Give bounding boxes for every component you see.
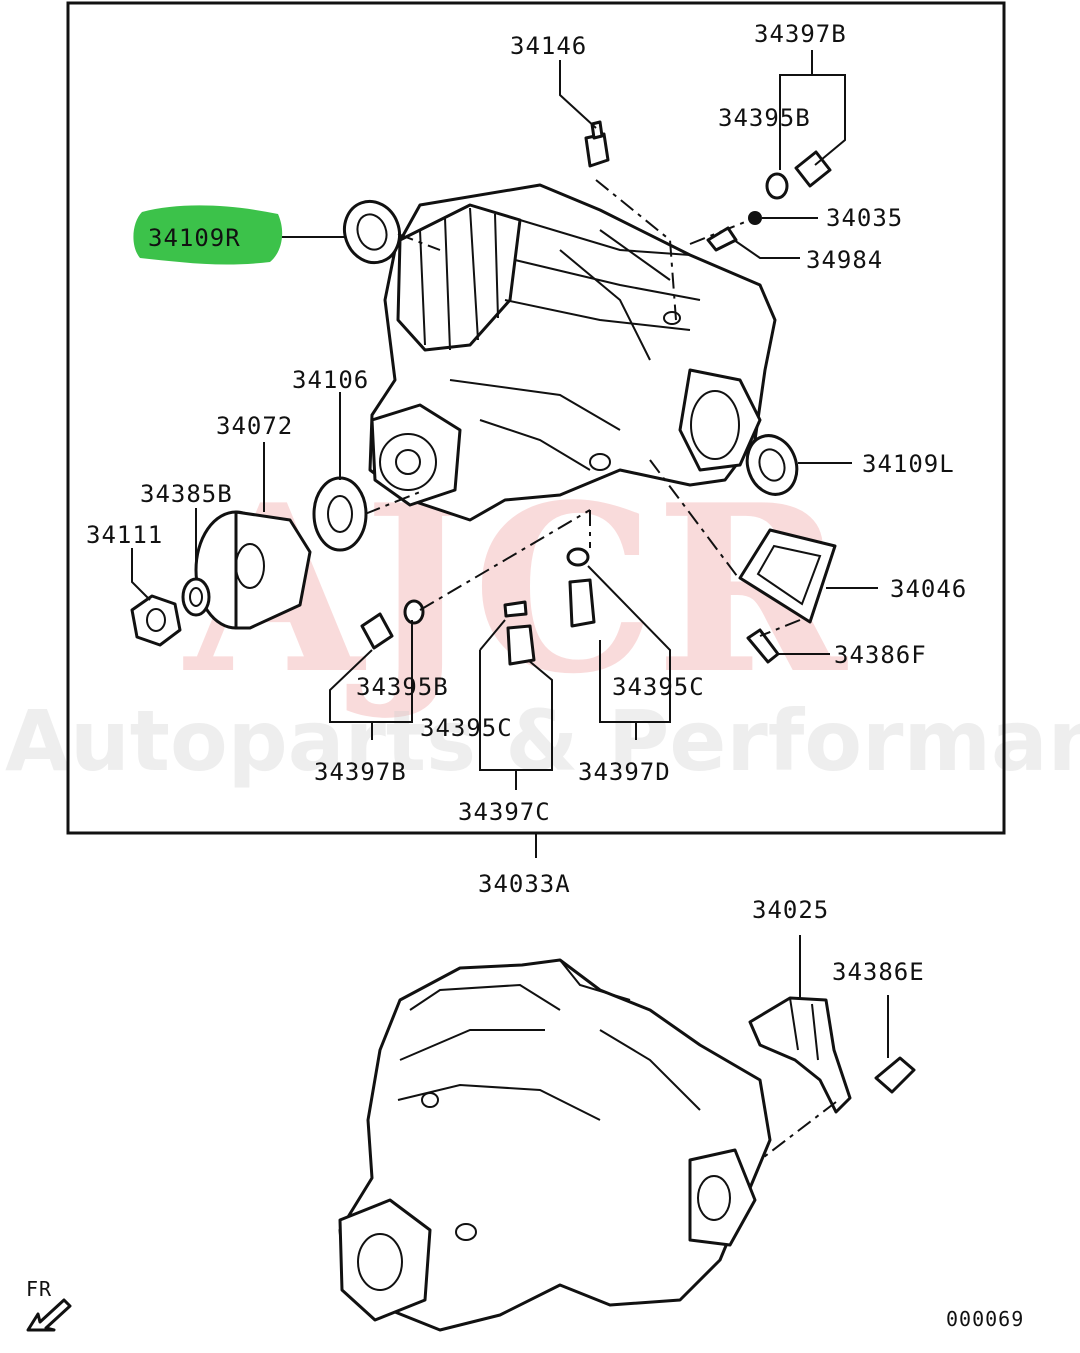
- flange-34072: [194, 510, 312, 630]
- seal-34106: [312, 476, 368, 552]
- label-34109r: 34109R: [148, 224, 241, 252]
- label-34395c-left: 34395C: [420, 714, 513, 742]
- gasket-34046: [738, 528, 837, 624]
- label-34395c-right: 34395C: [612, 673, 705, 701]
- figure-code: 000069: [946, 1307, 1024, 1331]
- label-34395b-top: 34395B: [718, 104, 811, 132]
- label-34072: 34072: [216, 412, 293, 440]
- differential-carrier-assembly: [368, 183, 777, 522]
- label-34386f: 34386F: [834, 641, 927, 669]
- bracket-34025: [748, 996, 852, 1114]
- plug-34397d: [568, 578, 596, 628]
- label-34109l: 34109L: [862, 450, 955, 478]
- plug-34397b-bottom: [360, 612, 394, 650]
- label-34146: 34146: [510, 32, 587, 60]
- label-34106: 34106: [292, 366, 369, 394]
- label-34397d: 34397D: [578, 758, 671, 786]
- label-34386e: 34386E: [832, 958, 925, 986]
- label-34397b-bottom: 34397B: [314, 758, 407, 786]
- label-34035: 34035: [826, 204, 903, 232]
- washer-34395c-left: [503, 600, 528, 618]
- label-34397c: 34397C: [458, 798, 551, 826]
- plug-34397b-top: [765, 150, 832, 200]
- label-34033a: 34033A: [478, 870, 571, 898]
- washer-34395c-right: [566, 547, 590, 567]
- label-34025: 34025: [752, 896, 829, 924]
- highlight-marker: [133, 205, 283, 265]
- label-34111: 34111: [86, 521, 163, 549]
- label-34046: 34046: [890, 575, 967, 603]
- vent-plug-34146: [584, 120, 610, 168]
- seal-34109r: [343, 199, 401, 265]
- watermark-tagline: Autoparts & Performance: [5, 692, 1080, 790]
- label-34395b-bottom: 34395B: [356, 673, 449, 701]
- washer-34395b-bottom: [403, 599, 425, 625]
- front-direction-label: FR: [26, 1277, 52, 1301]
- carrier-outline-lower: [338, 958, 772, 1332]
- label-34385b: 34385B: [140, 480, 233, 508]
- bolt-34386e: [874, 1056, 916, 1094]
- label-34397b-top: 34397B: [754, 20, 847, 48]
- label-34984: 34984: [806, 246, 883, 274]
- washer-34385b: [181, 577, 211, 617]
- seal-34109l: [745, 434, 799, 496]
- plug-34397c: [506, 624, 536, 666]
- nut-34111: [130, 594, 182, 647]
- front-direction-arrow-icon: [26, 1298, 72, 1332]
